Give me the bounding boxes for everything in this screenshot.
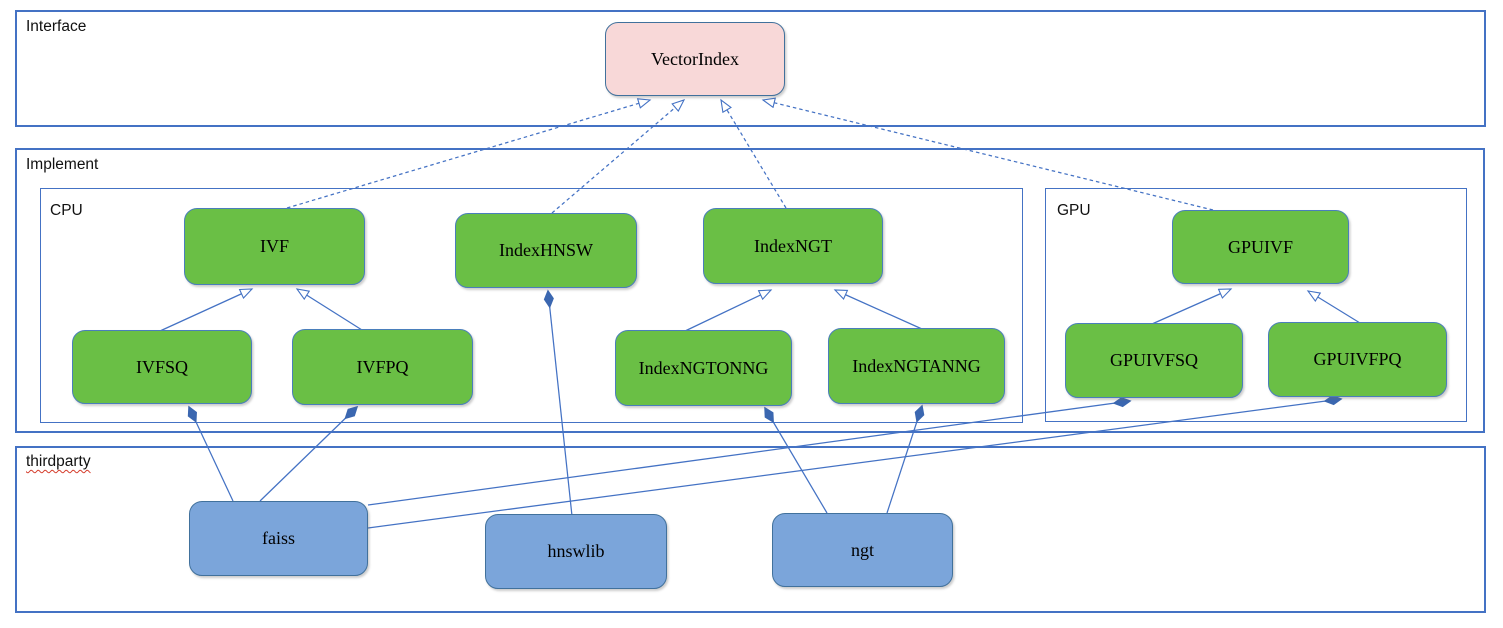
class-box-indexngtanng[interactable]: IndexNGTANNG — [828, 328, 1005, 404]
class-label-indexngtonng: IndexNGTONNG — [638, 357, 769, 378]
class-box-ivfsq[interactable]: IVFSQ — [72, 330, 252, 404]
class-label-gpuivf: GPUIVF — [1227, 236, 1293, 257]
library-box-hnswlib[interactable]: hnswlib — [485, 514, 667, 589]
class-label-vectorindex: VectorIndex — [651, 48, 739, 69]
library-label-faiss: faiss — [262, 528, 295, 548]
class-label-gpuivfsq: GPUIVFSQ — [1109, 350, 1199, 370]
section-label-cpu: CPU — [50, 202, 83, 219]
library-box-ngt[interactable]: ngt — [772, 513, 953, 587]
library-label-ngt: ngt — [850, 539, 874, 560]
class-label-gpuivfpq: GPUIVFPQ — [1313, 349, 1402, 369]
class-box-ivf[interactable]: IVF — [184, 208, 365, 285]
class-box-indexngt[interactable]: IndexNGT — [703, 208, 883, 284]
section-label-interface: Interface — [26, 18, 87, 35]
class-box-gpuivf[interactable]: GPUIVF — [1172, 210, 1349, 284]
class-box-gpuivfpq[interactable]: GPUIVFPQ — [1268, 322, 1447, 397]
section-label-implement: Implement — [26, 156, 99, 173]
library-label-hnswlib: hnswlib — [547, 541, 605, 561]
section-label-gpu: GPU — [1057, 202, 1091, 219]
class-label-indexhnsw: IndexHNSW — [499, 240, 593, 260]
class-box-indexngtonng[interactable]: IndexNGTONNG — [615, 330, 792, 406]
class-label-ivf: IVF — [259, 236, 289, 256]
library-box-faiss[interactable]: faiss — [189, 501, 368, 576]
class-box-gpuivfsq[interactable]: GPUIVFSQ — [1065, 323, 1243, 398]
class-label-ivfpq: IVFPQ — [356, 356, 409, 377]
class-label-ivfsq: IVFSQ — [135, 356, 188, 377]
class-label-indexngt: IndexNGT — [754, 235, 832, 256]
class-box-vectorindex[interactable]: VectorIndex — [605, 22, 785, 96]
class-box-indexhnsw[interactable]: IndexHNSW — [455, 213, 637, 288]
section-label-thirdparty: thirdparty — [26, 453, 91, 470]
class-box-ivfpq[interactable]: IVFPQ — [292, 329, 473, 405]
class-label-indexngtanng: IndexNGTANNG — [852, 355, 981, 376]
